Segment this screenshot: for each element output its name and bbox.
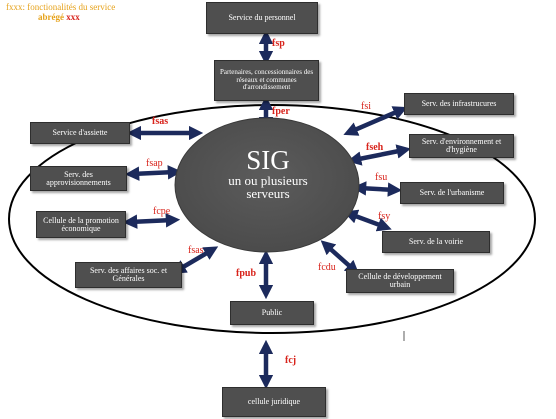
flow-label-fsy: fsy	[378, 211, 391, 222]
flow-label-fsas-top: fsas	[152, 116, 169, 127]
arrow-fsas-bottom	[171, 246, 219, 274]
flow-label-fsi: fsi	[361, 101, 371, 112]
arrow-fcdu	[320, 240, 360, 275]
flow-label-fcdu: fcdu	[318, 262, 336, 273]
legend: fxxx: fonctionalités du service abrégé x…	[6, 2, 115, 22]
flow-label-fseh: fseh	[366, 142, 384, 153]
sig-subtitle-2: serveurs	[246, 186, 290, 201]
legend-line-1: fxxx: fonctionalités du service	[6, 2, 116, 12]
node-affaires-sociales: Serv. des affaires soc. et Générales	[75, 262, 182, 288]
node-label: Public	[261, 308, 283, 317]
node-label: Partenaires, concessionnaires des réseau…	[219, 68, 314, 92]
node-label: cellule juridique	[247, 397, 301, 406]
flow-label-fper: fper	[272, 106, 290, 117]
node-infrastructures: Serv. des infrastrucures	[404, 93, 514, 115]
sig-ellipse	[174, 117, 360, 253]
node-label: Service du personnel	[228, 13, 296, 22]
flow-label-fsu: fsu	[375, 172, 388, 183]
legend-line-2: abrégé xxx	[6, 12, 115, 22]
sig-title: SIG	[246, 145, 290, 175]
node-label: Serv. de la voirie	[408, 237, 464, 246]
legend-code: xxx	[66, 12, 80, 22]
node-approvisionnements: Serv. des approvisionnements	[30, 166, 127, 191]
node-developpement-urbain: Cellule de développement urbain	[346, 269, 454, 293]
node-partenaires: Partenaires, concessionnaires des réseau…	[214, 60, 319, 101]
flow-label-fcj: fcj	[285, 355, 297, 366]
node-label: Serv. d'environnement et d'hygiène	[421, 137, 502, 154]
node-label: Serv. de l'urbanisme	[419, 188, 485, 197]
node-cellule-juridique: cellule juridique	[222, 387, 326, 417]
arrow-fcpe	[122, 213, 181, 229]
flow-label-fsap: fsap	[146, 158, 163, 169]
arrow-fsi	[343, 106, 408, 136]
legend-abbrev: abrégé	[38, 12, 64, 22]
node-service-personnel: Service du personnel	[206, 2, 318, 34]
flow-label-fcpe: fcpe	[153, 206, 171, 217]
node-promotion-economique: Cellule de la promotion économique	[36, 211, 126, 238]
node-label: Serv. des approvisionnements	[46, 169, 111, 187]
node-environnement: Serv. d'environnement et d'hygiène	[409, 134, 514, 158]
flow-label-fsas-bottom: fsas	[188, 245, 204, 256]
sig-subtitle-1: un ou plusieurs	[228, 173, 308, 188]
arrow-fsu	[351, 181, 403, 197]
flow-label-fpub: fpub	[236, 268, 257, 279]
node-label: Cellule de la promotion économique	[43, 215, 119, 233]
node-voirie: Serv. de la voirie	[382, 231, 490, 253]
sig-center: SIG un ou plusieurs serveurs	[185, 146, 351, 200]
node-label: Service d'assiette	[52, 128, 108, 137]
arrow-fsy	[343, 209, 392, 232]
arrow-fseh	[346, 144, 412, 166]
arrow-fsap	[124, 165, 183, 181]
node-service-assiette: Service d'assiette	[30, 122, 130, 144]
node-urbanisme: Serv. de l'urbanisme	[400, 182, 504, 204]
node-label: Serv. des infrastrucures	[421, 99, 497, 108]
node-public: Public	[230, 301, 314, 325]
flow-label-fsp: fsp	[272, 38, 285, 49]
node-label: Serv. des affaires soc. et Générales	[89, 266, 168, 283]
node-label: Cellule de développement urbain	[358, 272, 442, 289]
